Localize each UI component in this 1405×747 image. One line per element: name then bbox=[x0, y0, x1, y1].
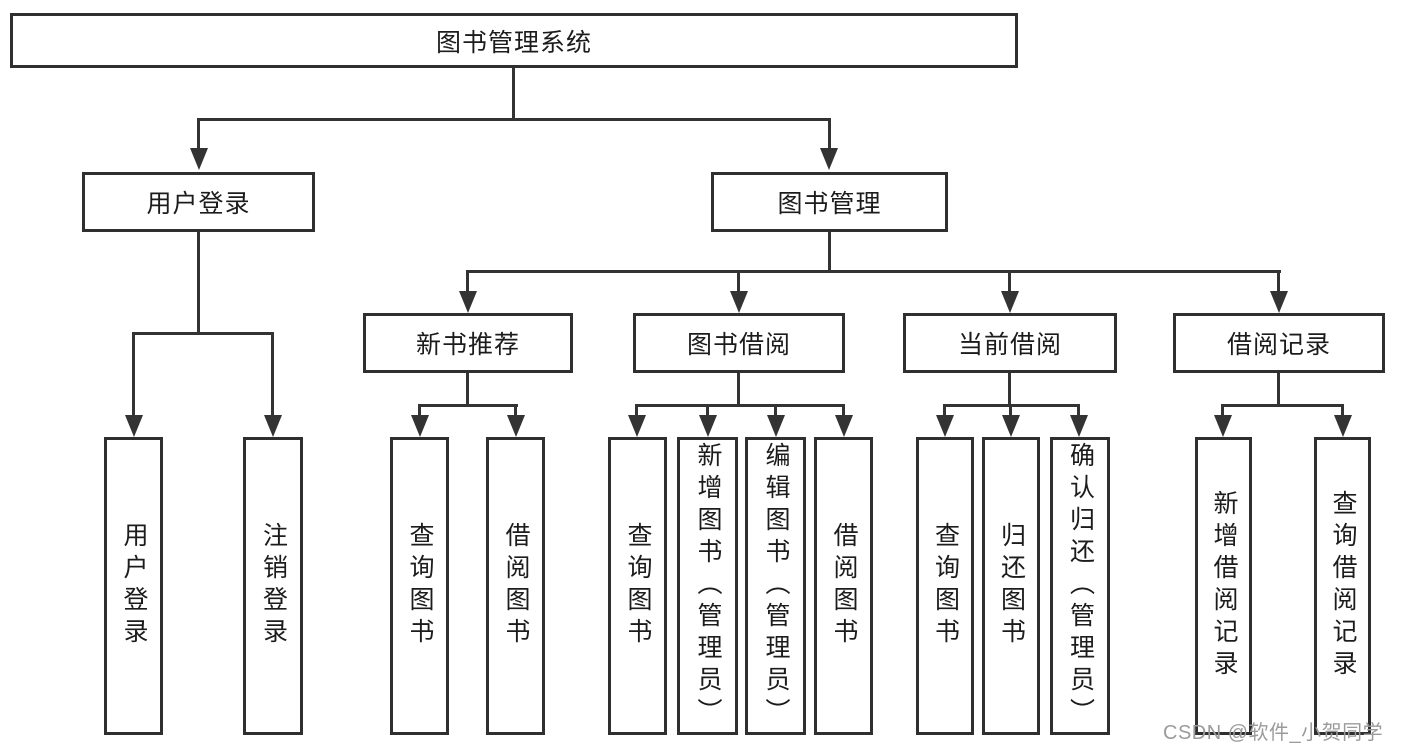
arrow-down-icon bbox=[1270, 291, 1288, 313]
connector-line bbox=[1221, 404, 1224, 417]
arrow-down-icon bbox=[936, 415, 954, 437]
arrow-down-icon bbox=[411, 415, 429, 437]
leaf-label: 借阅图书 bbox=[502, 522, 530, 650]
connector-line bbox=[706, 404, 709, 417]
leaf-cb-return-books: 归还图书 bbox=[982, 437, 1040, 735]
arrow-down-icon bbox=[1214, 415, 1232, 437]
arrow-down-icon bbox=[767, 415, 785, 437]
arrow-down-icon bbox=[835, 415, 853, 437]
leaf-br-add-record: 新增借阅记录 bbox=[1195, 437, 1252, 735]
arrow-down-icon bbox=[459, 291, 477, 313]
connector-line bbox=[466, 373, 469, 407]
arrow-down-icon bbox=[1002, 415, 1020, 437]
leaf-user-login: 用户登录 bbox=[104, 437, 163, 735]
connector-line bbox=[1009, 404, 1012, 417]
node-book-borrowing: 图书借阅 bbox=[633, 313, 845, 373]
arrow-down-icon bbox=[507, 415, 525, 437]
connector-line bbox=[774, 404, 777, 417]
leaf-label: 查询图书 bbox=[406, 522, 434, 650]
node-root: 图书管理系统 bbox=[10, 13, 1018, 68]
leaf-label: 新增图书（管理员） bbox=[694, 442, 722, 730]
connector-line bbox=[1221, 404, 1344, 407]
leaf-label: 查询图书 bbox=[624, 522, 652, 650]
arrow-down-icon bbox=[730, 291, 748, 313]
connector-line bbox=[1277, 373, 1280, 407]
connector-line bbox=[132, 332, 135, 417]
connector-line bbox=[271, 332, 274, 417]
connector-line bbox=[197, 118, 200, 150]
arrow-down-icon bbox=[264, 415, 282, 437]
arrow-down-icon bbox=[125, 415, 143, 437]
node-new-book-recommend: 新书推荐 bbox=[363, 313, 573, 373]
leaf-br-query-record: 查询借阅记录 bbox=[1314, 437, 1371, 735]
leaf-label: 编辑图书（管理员） bbox=[762, 442, 790, 730]
arrow-down-icon bbox=[820, 148, 838, 170]
node-user-login: 用户登录 bbox=[82, 172, 315, 232]
connector-line bbox=[828, 118, 831, 150]
connector-line bbox=[197, 232, 200, 335]
connector-line bbox=[828, 232, 831, 273]
arrow-down-icon bbox=[628, 415, 646, 437]
watermark: CSDN @软件_小贺同学 bbox=[1163, 722, 1384, 744]
leaf-logout: 注销登录 bbox=[243, 437, 303, 735]
connector-line bbox=[737, 270, 740, 293]
leaf-label: 查询图书 bbox=[931, 522, 960, 650]
connector-line bbox=[842, 404, 845, 417]
leaf-cb-query-books: 查询图书 bbox=[916, 437, 974, 735]
connector-line bbox=[1008, 373, 1011, 407]
connector-line bbox=[1341, 404, 1344, 417]
connector-line bbox=[737, 373, 740, 407]
leaf-label: 借阅图书 bbox=[830, 522, 858, 650]
leaf-rec-query-books: 查询图书 bbox=[390, 437, 449, 735]
arrow-down-icon bbox=[1001, 291, 1019, 313]
connector-line bbox=[514, 404, 517, 417]
leaf-label: 用户登录 bbox=[120, 522, 148, 650]
connector-line bbox=[132, 332, 274, 335]
connector-line bbox=[466, 270, 469, 293]
connector-line bbox=[197, 118, 831, 121]
connector-line bbox=[512, 68, 515, 121]
leaf-label: 确认归还（管理员） bbox=[1066, 442, 1095, 730]
leaf-label: 归还图书 bbox=[997, 522, 1026, 650]
leaf-bb-query-books: 查询图书 bbox=[608, 437, 667, 735]
connector-line bbox=[1277, 270, 1280, 293]
connector-line bbox=[1077, 404, 1080, 417]
connector-line bbox=[466, 270, 1281, 273]
arrow-down-icon bbox=[190, 148, 208, 170]
connector-line bbox=[418, 404, 518, 407]
leaf-label: 查询借阅记录 bbox=[1329, 490, 1357, 682]
connector-line bbox=[943, 404, 946, 417]
leaf-cb-confirm-return-admin: 确认归还（管理员） bbox=[1050, 437, 1110, 735]
leaf-label: 注销登录 bbox=[259, 522, 288, 650]
connector-line bbox=[635, 404, 845, 407]
leaf-label: 新增借阅记录 bbox=[1210, 490, 1238, 682]
arrow-down-icon bbox=[1070, 415, 1088, 437]
connector-line bbox=[418, 404, 421, 417]
node-borrowing-records: 借阅记录 bbox=[1173, 313, 1385, 373]
leaf-bb-add-books-admin: 新增图书（管理员） bbox=[677, 437, 738, 735]
node-book-management: 图书管理 bbox=[711, 172, 948, 232]
connector-line bbox=[1008, 270, 1011, 293]
arrow-down-icon bbox=[1334, 415, 1352, 437]
leaf-bb-borrow-books: 借阅图书 bbox=[814, 437, 873, 735]
connector-line bbox=[635, 404, 638, 417]
leaf-rec-borrow-books: 借阅图书 bbox=[486, 437, 545, 735]
node-current-borrowing: 当前借阅 bbox=[903, 313, 1117, 373]
leaf-bb-edit-books-admin: 编辑图书（管理员） bbox=[745, 437, 806, 735]
arrow-down-icon bbox=[699, 415, 717, 437]
